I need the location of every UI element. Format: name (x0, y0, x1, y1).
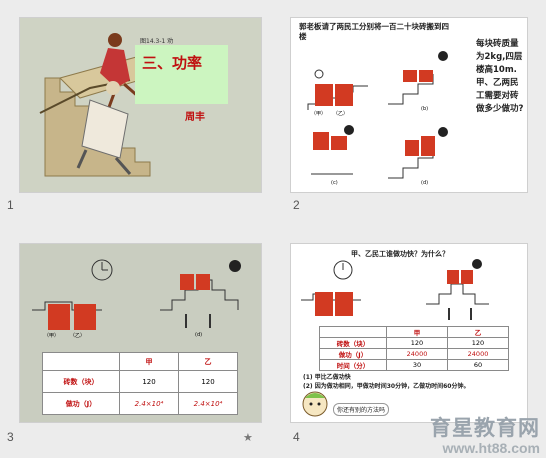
slide-thumbnail-1[interactable]: 三、功率 周丰 图14.3-1 劝 (19, 17, 262, 193)
slide2-question: 每块砖质量为2kg,四层楼高10m.甲、乙两民工需要对砖做多少做功? (476, 39, 524, 114)
table-cell: 24000 (447, 348, 509, 360)
slide-thumbnail-2[interactable]: 郭老板请了两民工分别将一百二十块砖搬到四楼 每块砖质量为2kg,四层楼高10m.… (290, 17, 528, 193)
watermark-url: www.ht88.com (442, 440, 540, 456)
table-cell: 120 (119, 370, 179, 393)
table-cell: 2.4×10⁴ (119, 392, 179, 415)
table-cell: 60 (447, 359, 509, 371)
slide2-heading: 郭老板请了两民工分别将一百二十块砖搬到四楼 (299, 22, 449, 41)
slide-number-4: 4 (293, 430, 300, 444)
work-table: 甲 乙 砖数（块） 120 120 做功（J） 2.4×10⁴ 2.4×10⁴ (42, 352, 238, 415)
fig-label-yi: （乙） (333, 111, 349, 117)
slide1-author: 周丰 (185, 112, 205, 123)
table-cell: 做功（J） (42, 392, 120, 415)
fig3-label-d: (d) (195, 332, 203, 338)
slide4-note-1: (1) 甲比乙做功快 (303, 374, 351, 381)
slide4-note-2: (2) 因为做功相同，甲做功时间30分钟，乙做功时间60分钟。 (303, 383, 470, 390)
brick-figures-3 (32, 259, 241, 330)
fig3-label-yi: （乙） (70, 333, 86, 339)
table-header: 甲 (119, 352, 179, 371)
table-cell: 砖数（块） (319, 337, 387, 349)
slide-thumbnail-4[interactable]: 甲、乙民工谁做功快？为什么？ 甲 乙 砖数（块） 120 120 做功（J） 2… (290, 243, 528, 423)
site-watermark: 育星教育网 www.ht88.com (430, 417, 540, 457)
table-cell: 砖数（块） (42, 370, 120, 393)
fig-label-b: (b) (421, 106, 429, 112)
table-header: 乙 (178, 352, 238, 371)
fig-label-jia: （甲） (311, 111, 327, 117)
speech-bubble: 你还有别的方法吗 (333, 403, 390, 416)
table-cell: 30 (386, 359, 448, 371)
fig3-label-jia: （甲） (44, 333, 60, 339)
brick-figures (307, 51, 448, 179)
table-cell: 做功（J） (319, 348, 387, 360)
table-cell: 120 (178, 370, 238, 393)
table-cell: 时间（分） (319, 359, 387, 371)
slide-number-2: 2 (293, 198, 300, 212)
slide-number-3: 3 (7, 430, 14, 444)
table-cell: 120 (447, 337, 509, 349)
cartoon-boy-icon (302, 391, 328, 417)
table-header (42, 352, 120, 371)
compare-table: 甲 乙 砖数（块） 120 120 做功（J） 24000 24000 时间（分… (319, 326, 509, 371)
table-header: 乙 (447, 326, 509, 338)
table-header: 甲 (386, 326, 448, 338)
table-cell: 2.4×10⁴ (178, 392, 238, 415)
slide-number-1: 1 (7, 198, 14, 212)
animation-star-icon: ★ (243, 431, 253, 444)
slide-thumbnail-3[interactable]: （甲） （乙） (d) 甲 乙 砖数（块） 120 120 做功（J） 2.4×… (19, 243, 262, 423)
watermark-title: 育星教育网 (430, 417, 540, 440)
fig-label-c: (c) (331, 180, 338, 186)
figure-caption: 图14.3-1 劝 (140, 38, 174, 45)
table-header (319, 326, 387, 338)
table-cell: 120 (386, 337, 448, 349)
slide1-title: 三、功率 (142, 54, 203, 72)
title-box (135, 45, 228, 104)
slide4-heading: 甲、乙民工谁做功快？为什么？ (351, 250, 449, 258)
table-cell: 24000 (386, 348, 448, 360)
fig-label-d: (d) (421, 180, 429, 186)
brick-figures-4 (301, 259, 489, 320)
